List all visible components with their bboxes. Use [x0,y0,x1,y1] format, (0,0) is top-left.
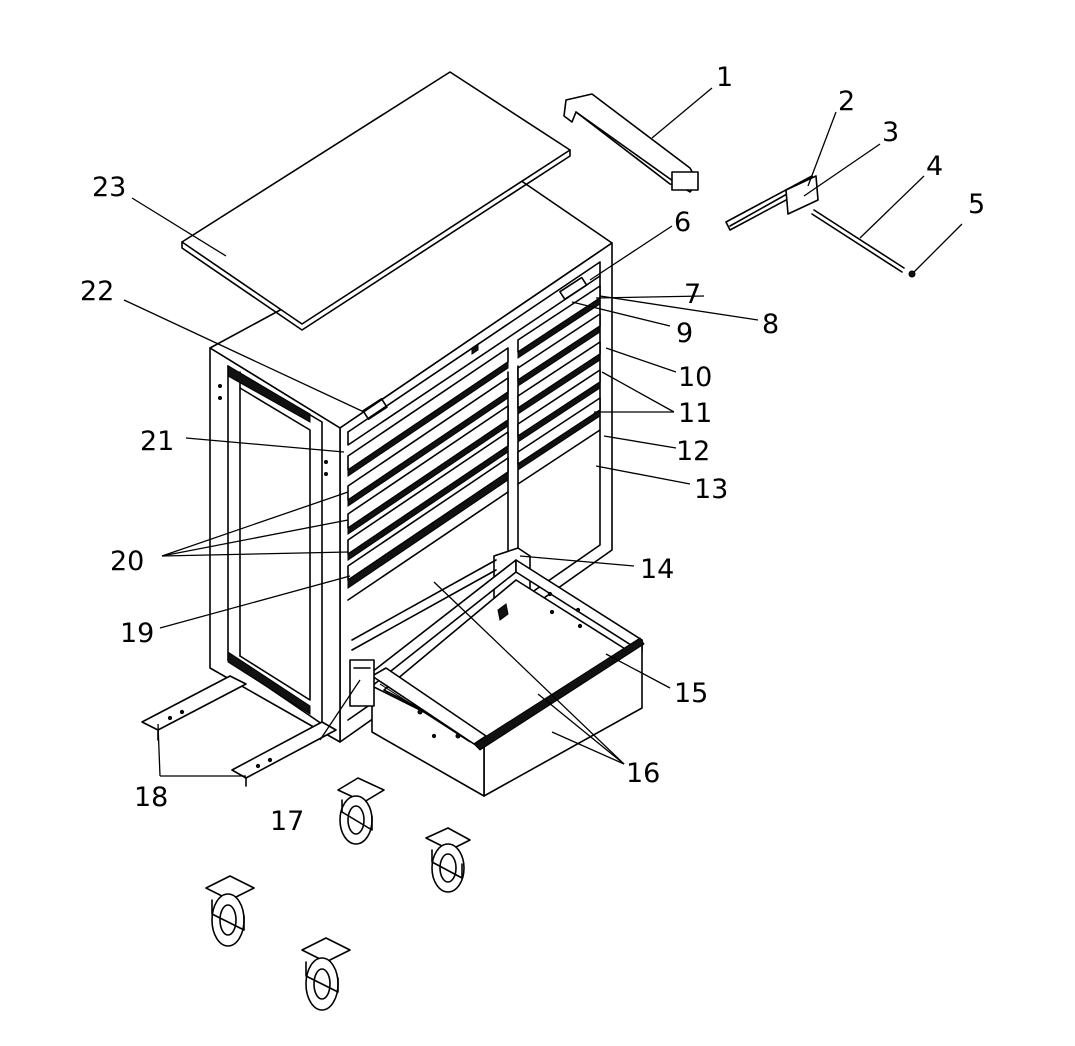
callout-16: 16 [626,758,660,789]
callout-3: 3 [882,117,899,148]
callout-15: 15 [674,678,708,709]
callout-20: 20 [110,546,144,577]
callout-2: 2 [838,86,855,117]
caster-1 [337,777,385,845]
callout-6: 6 [674,207,691,238]
callout-10: 10 [678,362,712,393]
caster-wheels [205,777,471,1011]
callout-14: 14 [640,554,674,585]
callout-labels: 1 2 3 4 5 6 7 8 9 10 11 12 13 14 15 16 1… [80,62,985,837]
callout-8: 8 [762,309,779,340]
caster-4 [301,937,351,1011]
callout-21: 21 [140,426,174,457]
callout-23: 23 [92,172,126,203]
callout-5: 5 [968,189,985,220]
callout-12: 12 [676,436,710,467]
leader-lines [123,87,963,777]
base-brackets [141,675,337,787]
caster-2 [425,827,471,893]
callout-22: 22 [80,276,114,307]
hardware-parts [725,175,916,278]
callout-18: 18 [134,782,168,813]
side-handle [563,93,699,193]
top-mat [181,71,571,331]
callout-9: 9 [676,318,693,349]
callout-4: 4 [926,151,943,182]
caster-3 [205,875,255,947]
callout-19: 19 [120,618,154,649]
callout-17: 17 [270,806,304,837]
callout-13: 13 [694,474,728,505]
callout-11: 11 [678,398,712,429]
pulled-out-drawer [349,547,645,797]
drawer-fronts [347,285,601,601]
callout-7: 7 [684,279,701,310]
callout-1: 1 [716,62,733,93]
